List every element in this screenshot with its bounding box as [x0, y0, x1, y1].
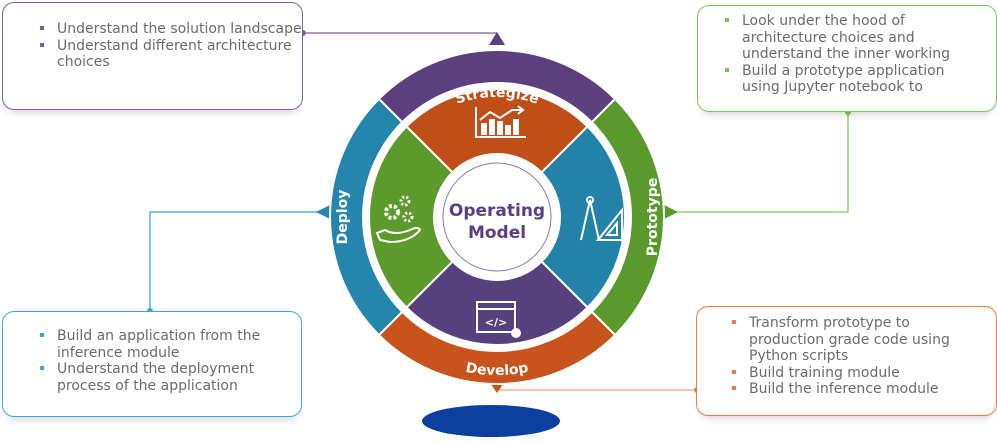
develop-box: Transform prototype to production grade … — [696, 306, 997, 416]
prototype-box: Look under the hood of architecture choi… — [697, 5, 997, 112]
prototype-item: Look under the hood of architecture choi… — [720, 13, 972, 63]
label-deploy: Deploy — [335, 190, 351, 245]
compass-ruler-icon — [580, 196, 623, 241]
svg-text:</>: </> — [485, 316, 507, 329]
deploy-item: Build an application from the inference … — [35, 328, 287, 361]
center-title-line1: Operating — [449, 201, 545, 221]
develop-item: Build the inference module — [727, 381, 996, 398]
gears-hand-icon — [375, 195, 422, 244]
pointer-prototype — [662, 204, 678, 220]
strategize-item: Understand the solution landscape — [35, 21, 302, 38]
code-window-icon: </> — [476, 301, 521, 338]
strategize-box: Understand the solution landscape Unders… — [2, 2, 303, 110]
pointer-strategize — [489, 32, 505, 45]
connector-prototype — [675, 112, 849, 213]
deploy-item: Understand the deployment process of the… — [35, 361, 287, 394]
develop-item: Transform prototype to production grade … — [727, 315, 979, 365]
prototype-item: Build a prototype application using Jupy… — [720, 63, 972, 96]
label-develop: Develop — [464, 360, 529, 379]
connector-deploy — [149, 211, 320, 311]
deploy-box: Build an application from the inference … — [2, 311, 302, 417]
cycle-arrows — [442, 162, 552, 272]
base-ellipse — [422, 405, 560, 437]
develop-item: Build training module — [727, 365, 996, 382]
chart-trend-icon — [475, 105, 526, 138]
label-prototype: Prototype — [645, 178, 661, 256]
strategize-item: Understand different architecture choice… — [35, 38, 302, 71]
center-title-line2: Model — [468, 223, 526, 243]
label-strategize: Strategize — [453, 85, 540, 108]
ring-segment-deploy — [329, 97, 404, 337]
pointer-deploy — [316, 204, 332, 220]
